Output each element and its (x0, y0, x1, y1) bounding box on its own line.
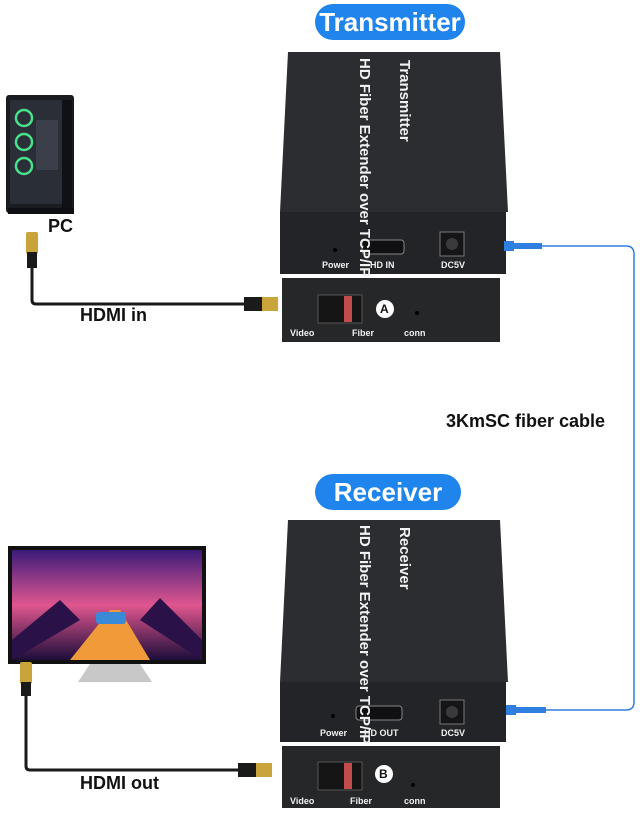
transmitter-device (280, 52, 508, 342)
fiber-cable-label: 3KmSC fiber cable (446, 411, 606, 431)
receiver-top-text-2: Receiver (396, 527, 413, 590)
receiver-video-label: Video (290, 796, 315, 806)
receiver-conn-label: conn (404, 796, 426, 806)
transmitter-title: Transmitter (315, 4, 465, 40)
pc-tower-icon (6, 95, 74, 214)
transmitter-conn-label: conn (404, 328, 426, 338)
receiver-top-text-1: HD Fiber Extender over TCP/IP (356, 525, 373, 745)
transmitter-power-label: Power (322, 260, 350, 270)
receiver-power-label: Power (320, 728, 348, 738)
transmitter-fiber-label: Fiber (352, 328, 375, 338)
hdmi-cable-in (26, 232, 278, 311)
transmitter-top-text-1: HD Fiber Extender over TCP/IP (356, 58, 373, 278)
hdmi-in-label: HDMI in (80, 305, 147, 325)
monitor-icon (8, 546, 206, 682)
transmitter-badge: A (380, 302, 389, 316)
receiver-hdmi-label: HD OUT (364, 728, 399, 738)
transmitter-top-text-2: Transmitter (396, 60, 413, 142)
receiver-fiber-label: Fiber (350, 796, 373, 806)
transmitter-video-label: Video (290, 328, 315, 338)
receiver-title: Receiver (315, 474, 461, 510)
receiver-device (280, 520, 508, 808)
pc-label: PC (48, 216, 74, 236)
transmitter-dc-label: DC5V (441, 260, 466, 270)
hdmi-out-label: HDMI out (80, 773, 159, 793)
receiver-badge: B (379, 767, 388, 781)
receiver-dc-label: DC5V (441, 728, 466, 738)
fiber-cable (504, 241, 635, 715)
hdmi-cable-out (20, 662, 272, 777)
transmitter-hdmi-label: HD IN (370, 260, 395, 270)
